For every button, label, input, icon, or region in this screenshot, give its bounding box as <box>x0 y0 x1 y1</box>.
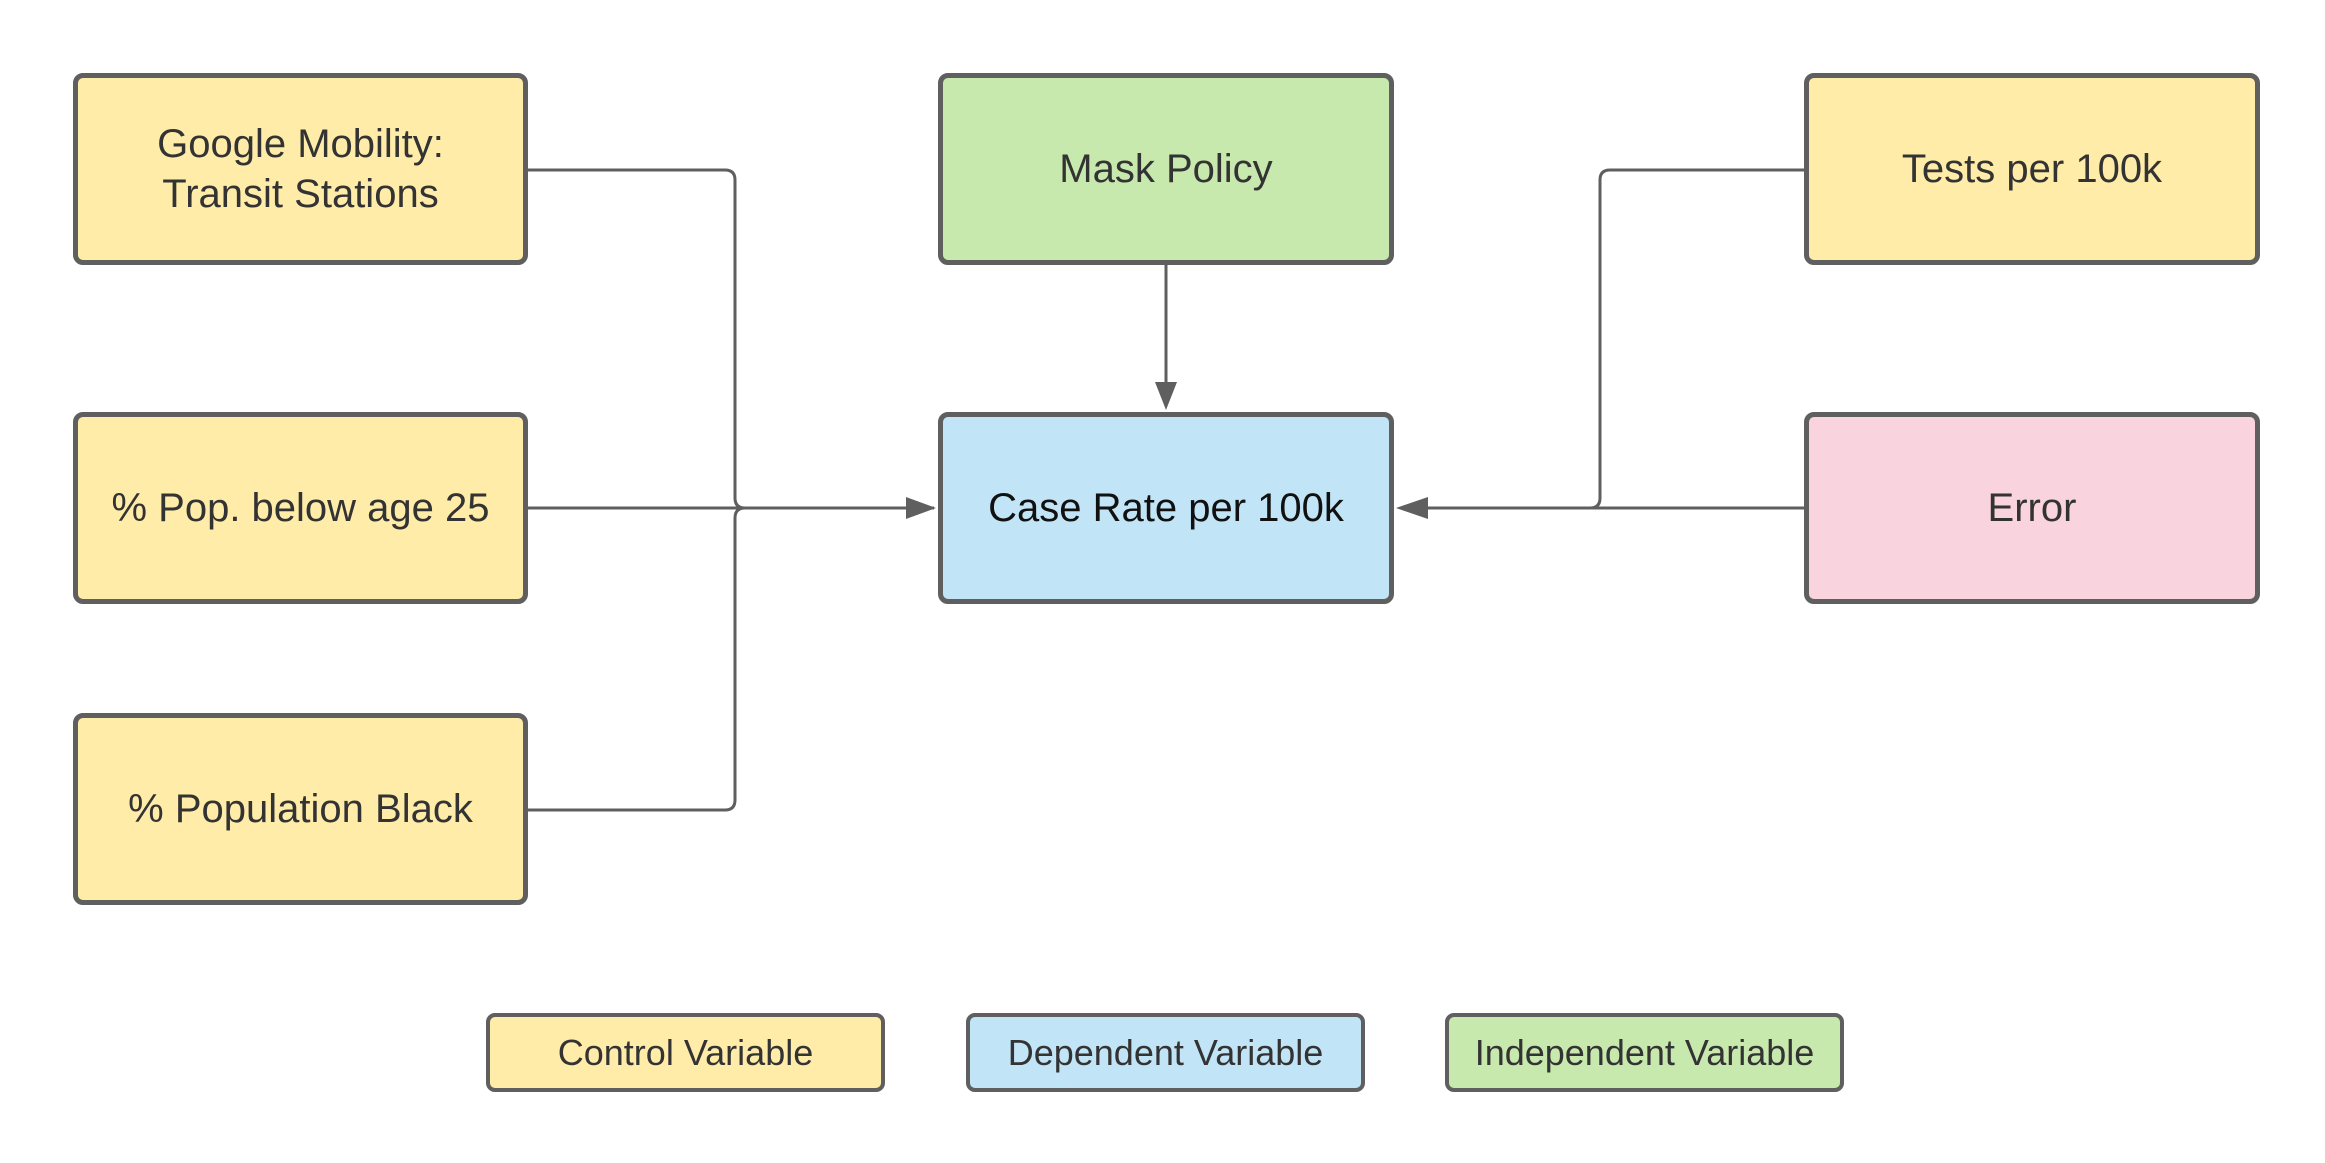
node-pop-below-25-label: % Pop. below age 25 <box>111 486 490 530</box>
edge-pop-black-to-case-rate <box>528 506 746 812</box>
node-tests-per-100k: Tests per 100k <box>1804 73 2260 265</box>
node-google-mobility: Google Mobility: Transit Stations <box>73 73 528 265</box>
edge-google-mobility-to-case-rate <box>528 168 920 510</box>
legend-independent-variable: Independent Variable <box>1445 1013 1844 1092</box>
arrow-top-into-case-rate <box>1155 382 1177 410</box>
node-error-label: Error <box>1987 486 2077 530</box>
legend-dependent-label: Dependent Variable <box>1007 1031 1324 1073</box>
node-pop-below-25: % Pop. below age 25 <box>73 412 528 604</box>
node-case-rate: Case Rate per 100k <box>938 412 1394 604</box>
legend-control-variable: Control Variable <box>486 1013 885 1092</box>
edge-tests-to-case-rate <box>1410 168 1804 510</box>
node-mask-policy: Mask Policy <box>938 73 1394 265</box>
node-pop-black: % Population Black <box>73 713 528 905</box>
arrow-right-into-case-rate <box>1396 497 1428 519</box>
node-google-mobility-line2: Transit Stations <box>162 172 439 216</box>
arrow-left-into-case-rate <box>906 497 936 519</box>
legend-dependent-variable: Dependent Variable <box>966 1013 1365 1092</box>
legend-independent-label: Independent Variable <box>1474 1031 1815 1073</box>
node-case-rate-label: Case Rate per 100k <box>988 486 1344 530</box>
legend-control-label: Control Variable <box>557 1031 814 1073</box>
node-pop-black-label: % Population Black <box>128 787 473 831</box>
node-mask-policy-label: Mask Policy <box>1059 147 1273 191</box>
node-tests-per-100k-label: Tests per 100k <box>1901 147 2163 191</box>
node-google-mobility-line1: Google Mobility: <box>157 122 444 166</box>
node-error: Error <box>1804 412 2260 604</box>
